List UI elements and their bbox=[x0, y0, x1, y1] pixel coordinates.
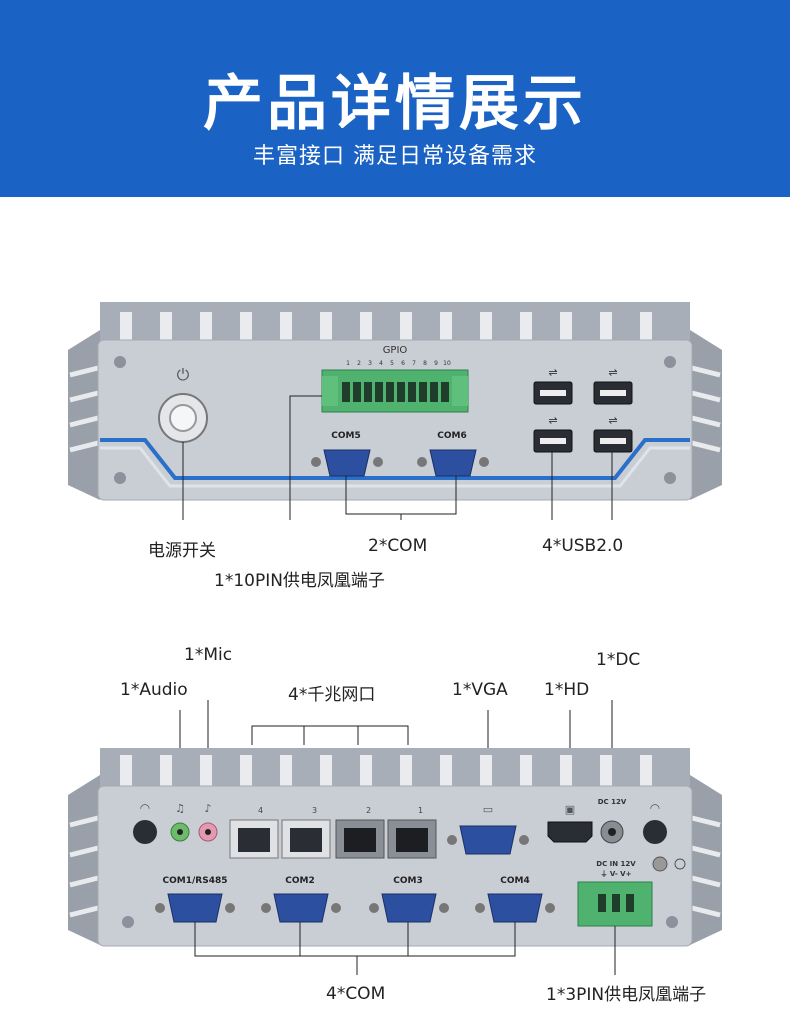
com3-label: COM3 bbox=[393, 876, 422, 886]
callout-lan: 4*千兆网口 bbox=[288, 685, 376, 705]
headphone-icon: ♫ bbox=[175, 802, 185, 815]
dc-12v-label: DC 12V bbox=[598, 798, 627, 806]
callout-lines bbox=[182, 395, 613, 520]
callout-dc-terminal: 1*3PIN供电凤凰端子 bbox=[546, 985, 707, 1005]
svg-text:6: 6 bbox=[401, 360, 405, 367]
callout-audio: 1*Audio bbox=[120, 680, 188, 700]
com2-label: COM2 bbox=[285, 876, 314, 886]
svg-text:2: 2 bbox=[357, 360, 361, 367]
com4-label: COM4 bbox=[500, 876, 529, 886]
com5-label: COM5 bbox=[331, 431, 360, 441]
svg-text:1: 1 bbox=[346, 360, 350, 367]
ground-screw bbox=[652, 856, 668, 872]
hdmi-icon: ▣ bbox=[565, 803, 575, 816]
svg-text:4: 4 bbox=[379, 360, 383, 367]
page-subtitle: 丰富接口 满足日常设备需求 bbox=[253, 144, 537, 169]
svg-text:5: 5 bbox=[390, 360, 394, 367]
callout-front-com: 2*COM bbox=[368, 536, 428, 556]
com5-port[interactable] bbox=[311, 449, 383, 477]
svg-text:3: 3 bbox=[368, 360, 372, 367]
svg-text:10: 10 bbox=[443, 360, 451, 367]
ground-icon bbox=[674, 858, 686, 870]
svg-text:7: 7 bbox=[412, 360, 416, 367]
hdmi-port[interactable] bbox=[547, 821, 593, 843]
dc-in-terminal-block[interactable] bbox=[577, 881, 653, 927]
com-ports-rear[interactable] bbox=[155, 893, 555, 923]
monitor-icon: ▭ bbox=[483, 803, 493, 816]
svg-text:⇌: ⇌ bbox=[548, 414, 557, 427]
antenna-hole-left bbox=[133, 820, 157, 844]
lan-ports[interactable] bbox=[229, 819, 437, 859]
callout-mic: 1*Mic bbox=[184, 645, 233, 665]
dc-in-label: DC IN 12V bbox=[596, 860, 636, 868]
gpio-label: GPIO bbox=[383, 345, 408, 356]
svg-text:2: 2 bbox=[366, 806, 371, 815]
rear-panel-device: ◠ ◠ ♫ ♪ 4 3 2 1 ▭ ▣ DC 12V COM1/RS485 CO… bbox=[68, 700, 722, 975]
callout-dc: 1*DC bbox=[596, 650, 641, 670]
svg-text:3: 3 bbox=[312, 806, 317, 815]
callout-hd: 1*HD bbox=[544, 680, 590, 700]
callout-power-switch: 电源开关 bbox=[148, 541, 216, 561]
svg-text:9: 9 bbox=[434, 360, 438, 367]
vga-port[interactable] bbox=[447, 825, 529, 855]
svg-text:⇌: ⇌ bbox=[548, 366, 557, 379]
svg-text:8: 8 bbox=[423, 360, 427, 367]
com1-label: COM1/RS485 bbox=[163, 876, 228, 886]
callout-usb: 4*USB2.0 bbox=[542, 536, 624, 556]
callout-vga: 1*VGA bbox=[452, 680, 508, 700]
lan-port-numbers: 4 3 2 1 bbox=[258, 806, 423, 815]
header-banner: 产品详情展示 丰富接口 满足日常设备需求 bbox=[0, 0, 790, 197]
gpio-terminal-block[interactable] bbox=[321, 369, 469, 413]
power-icon: ⏻ bbox=[177, 365, 190, 384]
microphone-icon: ♪ bbox=[204, 802, 211, 815]
svg-text:⇌: ⇌ bbox=[608, 366, 617, 379]
heatsink-fins bbox=[100, 302, 690, 342]
wifi-icon: ◠ bbox=[650, 801, 660, 815]
antenna-hole-right bbox=[643, 820, 667, 844]
callout-gpio-terminal: 1*10PIN供电凤凰端子 bbox=[214, 571, 385, 591]
svg-text:4: 4 bbox=[258, 806, 263, 815]
usb-icon: ⇌ ⇌ ⇌ ⇌ bbox=[548, 366, 617, 427]
front-panel-face bbox=[97, 339, 693, 501]
svg-text:⇌: ⇌ bbox=[608, 414, 617, 427]
page-title: 产品详情展示 bbox=[203, 69, 587, 139]
com6-label: COM6 bbox=[437, 431, 466, 441]
svg-text:1: 1 bbox=[418, 806, 423, 815]
callout-rear-com: 4*COM bbox=[326, 984, 386, 1004]
com6-port[interactable] bbox=[417, 449, 489, 477]
dc-in-pins-label: ⏚ V- V+ bbox=[601, 870, 632, 878]
wifi-icon: ◠ bbox=[140, 801, 150, 815]
